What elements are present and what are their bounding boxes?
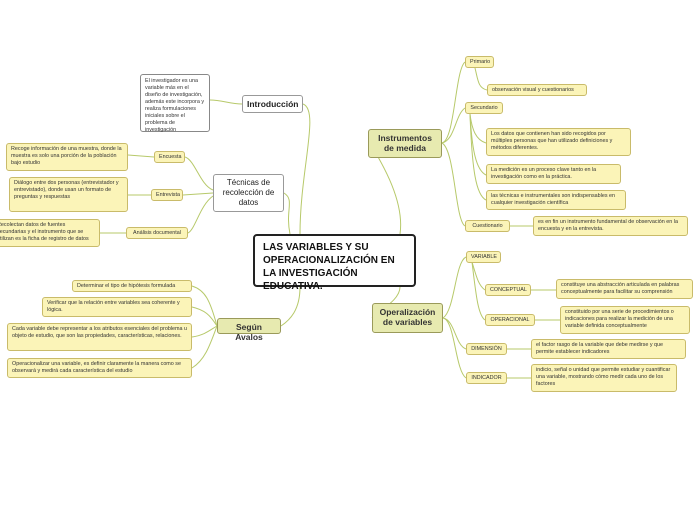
note-entrevista[interactable]: Diálogo entre dos personas (entrevistado… [9, 177, 128, 212]
note-conceptual[interactable]: constituye una abstracción articulada en… [556, 279, 693, 299]
tag-operacional[interactable]: OPERACIONAL [485, 314, 535, 326]
topic-tecnicas[interactable]: Técnicas de recolección de datos [213, 174, 284, 212]
avalos-item[interactable]: Verificar que la relación entre variable… [42, 297, 192, 317]
note-primario[interactable]: observación visual y cuestionarios [487, 84, 587, 96]
avalos-item[interactable]: Cada variable debe representar a los atr… [7, 323, 192, 351]
topic-introduccion[interactable]: Introducción [242, 95, 303, 113]
central-topic[interactable]: LAS VARIABLES Y SU OPERACIONALIZACIÓN EN… [253, 234, 416, 292]
tag-cuestionario[interactable]: Cuestionario [465, 220, 510, 232]
note-encuesta[interactable]: Recoge información de una muestra, donde… [6, 143, 128, 171]
note-dimension[interactable]: el factor rasgo de la variable que debe … [531, 339, 686, 359]
tag-encuesta[interactable]: Encuesta [154, 151, 185, 163]
avalos-item[interactable]: Determinar el tipo de hipótesis formulad… [72, 280, 192, 292]
note-cuestionario[interactable]: es en fin un instrumento fundamental de … [533, 216, 688, 236]
tag-primario[interactable]: Primario [465, 56, 494, 68]
topic-instrumentos[interactable]: Instrumentos de medida [368, 129, 442, 158]
note-analisis-documental[interactable]: Recolectan datos de fuentes secundarias … [0, 219, 100, 247]
topic-segun-avalos[interactable]: Según Avalos [217, 318, 281, 342]
tag-dimension[interactable]: DIMENSIÓN [466, 343, 507, 355]
note-introduccion[interactable]: El investigador es una variable más en e… [140, 74, 210, 133]
avalos-item[interactable]: Operacionalizar una variable, es definir… [7, 358, 192, 378]
tag-variable[interactable]: VARIABLE [466, 251, 501, 263]
tag-analisis-documental[interactable]: Análisis documental [126, 227, 188, 239]
tag-indicador[interactable]: INDICADOR [466, 372, 507, 384]
tag-entrevista[interactable]: Entrevista [151, 189, 183, 201]
note-secundario[interactable]: La medición es un proceso clave tanto en… [486, 164, 621, 184]
note-secundario[interactable]: Los datos que contienen han sido recogid… [486, 128, 631, 156]
note-operacional[interactable]: constituido por una serie de procedimien… [560, 306, 690, 334]
topic-operalizacion[interactable]: Operalización de variables [372, 303, 443, 333]
tag-secundario[interactable]: Secundario [465, 102, 503, 114]
note-secundario[interactable]: las técnicas e instrumentales son indisp… [486, 190, 626, 210]
note-indicador[interactable]: indicio, señal o unidad que permite estu… [531, 364, 677, 392]
tag-conceptual[interactable]: CONCEPTUAL [485, 284, 531, 296]
